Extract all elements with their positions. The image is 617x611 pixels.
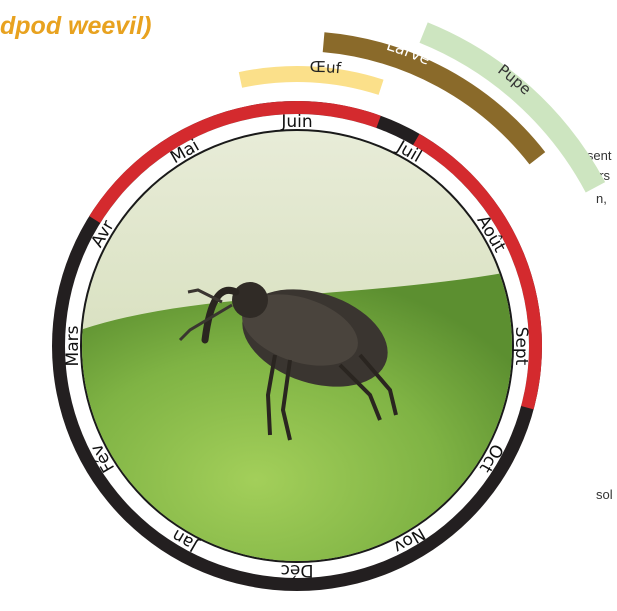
month-label: Mars xyxy=(63,325,83,366)
egg-label: Œuf xyxy=(310,58,343,77)
adult-label: Adulte xyxy=(261,82,318,104)
month-label: Sept xyxy=(511,327,531,366)
month-label: Juin xyxy=(280,112,312,132)
month-label: Déc xyxy=(281,560,314,580)
hibernation-label: Hibernation xyxy=(250,589,351,611)
